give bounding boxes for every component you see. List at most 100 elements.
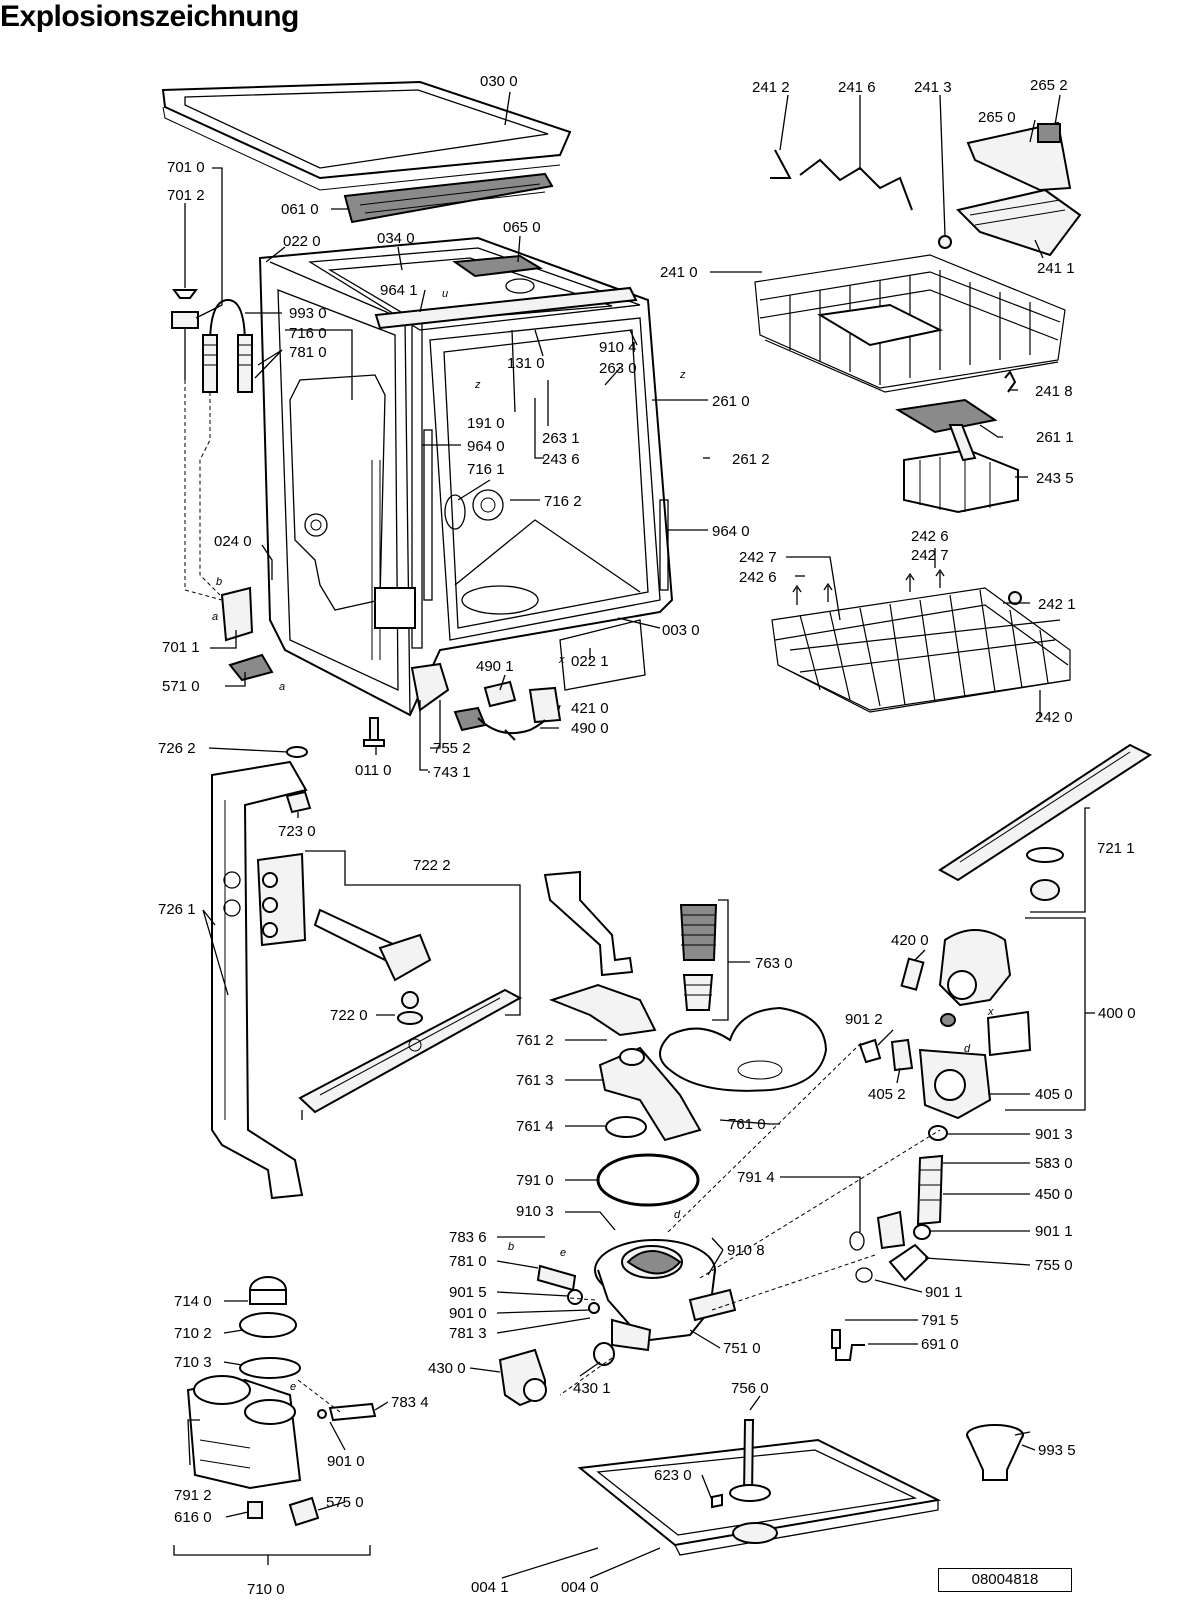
part-label-721-1: 721 1 bbox=[1097, 840, 1135, 857]
part-label-993-0: 993 0 bbox=[289, 305, 327, 322]
part-label-421-0: 421 0 bbox=[571, 700, 609, 717]
part-number-labels: 030 0 241 2 241 6 241 3 265 2 265 0 701 … bbox=[158, 73, 1136, 1598]
clip-part bbox=[1004, 370, 1017, 393]
upper-basket-part bbox=[754, 254, 1066, 393]
part-label-024-0: 024 0 bbox=[214, 533, 252, 550]
filter-part bbox=[679, 904, 718, 1011]
lower-basket-part bbox=[771, 568, 1071, 713]
part-label-571-0: 571 0 bbox=[162, 678, 200, 695]
part-label-761-2: 761 2 bbox=[516, 1032, 554, 1049]
part-label-714-0: 714 0 bbox=[174, 1293, 212, 1310]
base-plate-part bbox=[577, 1419, 942, 1556]
part-label-716-2: 716 2 bbox=[544, 493, 582, 510]
part-label-716-0: 716 0 bbox=[289, 325, 327, 342]
letter-mark-a: a bbox=[212, 611, 218, 623]
part-label-910-8: 910 8 bbox=[727, 1242, 765, 1259]
electric-components-part bbox=[453, 680, 562, 741]
leader-lines bbox=[173, 91, 1095, 1579]
part-label-791-4: 791 4 bbox=[737, 1169, 775, 1186]
part-label-191-0: 191 0 bbox=[467, 415, 505, 432]
part-label-701-0: 701 0 bbox=[167, 159, 205, 176]
pipe-part bbox=[543, 870, 634, 977]
part-label-261-1: 243 6 bbox=[542, 451, 580, 468]
part-label-011-0: 011 0 bbox=[355, 762, 391, 779]
part-label-400-0: 400 0 bbox=[1098, 1005, 1136, 1022]
water-softener-part bbox=[186, 1276, 377, 1527]
part-label-022-0: 022 0 bbox=[283, 233, 321, 250]
part-label-241-2: 241 2 bbox=[752, 79, 790, 96]
part-label-065-0: 065 0 bbox=[503, 219, 541, 236]
part-label-022-1: 022 1 bbox=[571, 653, 609, 670]
part-label-242-1: 242 1 bbox=[1038, 596, 1076, 613]
part-label-490-1: 490 1 bbox=[476, 658, 514, 675]
part-label-691-0: 691 0 bbox=[921, 1336, 959, 1353]
part-label-420-0: 420 0 bbox=[891, 932, 929, 949]
filter-plate-part bbox=[659, 1006, 828, 1092]
insulation-strip-part bbox=[343, 172, 554, 224]
part-label-710-3: 710 3 bbox=[174, 1354, 212, 1371]
part-label-761-4: 761 4 bbox=[516, 1118, 554, 1135]
part-label-783-4: 783 4 bbox=[391, 1394, 429, 1411]
part-label-265-2: 265 2 bbox=[1030, 77, 1068, 94]
letter-mark-b: b bbox=[216, 576, 222, 588]
letter-mark-d: d bbox=[964, 1043, 971, 1055]
part-label-791-5: 791 5 bbox=[921, 1312, 959, 1329]
part-label-241-1: 241 1 bbox=[1037, 260, 1075, 277]
part-label-263-0: 263 0 bbox=[599, 360, 637, 377]
part-label-004-1: 004 1 bbox=[471, 1579, 509, 1596]
part-label-755-0: 755 0 bbox=[1035, 1257, 1073, 1274]
letter-mark-e2: e bbox=[290, 1381, 296, 1393]
part-label-901-2: 901 2 bbox=[845, 1011, 883, 1028]
part-label-241-0: 241 0 bbox=[660, 264, 698, 281]
part-label-490-0: 490 0 bbox=[571, 720, 609, 737]
part-label-716-1: 716 1 bbox=[467, 461, 505, 478]
part-label-710-2: 710 2 bbox=[174, 1325, 212, 1342]
part-label-901-0b: 901 0 bbox=[327, 1453, 365, 1470]
tub-cabinet-part bbox=[258, 236, 674, 717]
water-hose-part bbox=[536, 1264, 600, 1314]
part-label-722-2: 722 2 bbox=[413, 857, 451, 874]
part-label-964-1: 964 1 bbox=[380, 282, 418, 299]
feed-pipe-part bbox=[211, 746, 312, 1200]
part-label-701-2: 701 2 bbox=[167, 187, 205, 204]
part-label-131-0: 131 0 bbox=[507, 355, 545, 372]
letter-mark-a2: a bbox=[279, 681, 285, 693]
letter-mark-u: u bbox=[442, 288, 448, 300]
part-label-405-0: 405 0 bbox=[1035, 1086, 1073, 1103]
part-label-003-0: 003 0 bbox=[662, 622, 700, 639]
part-label-061-0: 061 0 bbox=[281, 201, 319, 218]
part-label-901-5: 901 5 bbox=[449, 1284, 487, 1301]
spray-arm-holder-part bbox=[549, 983, 702, 1142]
cutlery-basket-part bbox=[895, 398, 1019, 514]
part-label-265-0: 265 0 bbox=[978, 109, 1016, 126]
part-label-405-2: 405 2 bbox=[868, 1086, 906, 1103]
part-label-261-2: 261 2 bbox=[732, 451, 770, 468]
part-label-910-4: 910 4 bbox=[599, 339, 637, 356]
letter-mark-e: e bbox=[560, 1247, 566, 1259]
part-label-623-0: 623 0 bbox=[654, 1467, 692, 1484]
part-label-241-8: 241 8 bbox=[1035, 383, 1073, 400]
part-label-791-0: 791 0 bbox=[516, 1172, 554, 1189]
part-label-722-0: 722 0 bbox=[330, 1007, 368, 1024]
part-label-763-0: 763 0 bbox=[755, 955, 793, 972]
foot-screw-part bbox=[363, 717, 385, 747]
part-label-761-0: 761 0 bbox=[728, 1116, 766, 1133]
part-label-242-0: 242 0 bbox=[1035, 709, 1073, 726]
part-label-242-7b: 242 7 bbox=[911, 547, 949, 564]
part-label-616-0: 616 0 bbox=[174, 1509, 212, 1526]
upper-spray-arm-part bbox=[938, 743, 1153, 901]
part-label-701-1: 701 1 bbox=[162, 639, 200, 656]
part-label-583-0: 583 0 bbox=[1035, 1155, 1073, 1172]
part-label-756-0: 756 0 bbox=[731, 1380, 769, 1397]
circulation-pump-part bbox=[858, 929, 1032, 1120]
part-label-751-0: 751 0 bbox=[723, 1340, 761, 1357]
part-label-901-0: 901 0 bbox=[449, 1305, 487, 1322]
part-label-034-0: 034 0 bbox=[377, 230, 415, 247]
part-label-755-2: 755 2 bbox=[433, 740, 471, 757]
hose-assembly-part bbox=[171, 289, 253, 393]
letter-mark-x2: x bbox=[987, 1006, 994, 1018]
part-label-783-6: 783 6 bbox=[449, 1229, 487, 1246]
part-label-726-2: 726 2 bbox=[158, 740, 196, 757]
drawing-number-box: 08004818 bbox=[938, 1568, 1072, 1592]
